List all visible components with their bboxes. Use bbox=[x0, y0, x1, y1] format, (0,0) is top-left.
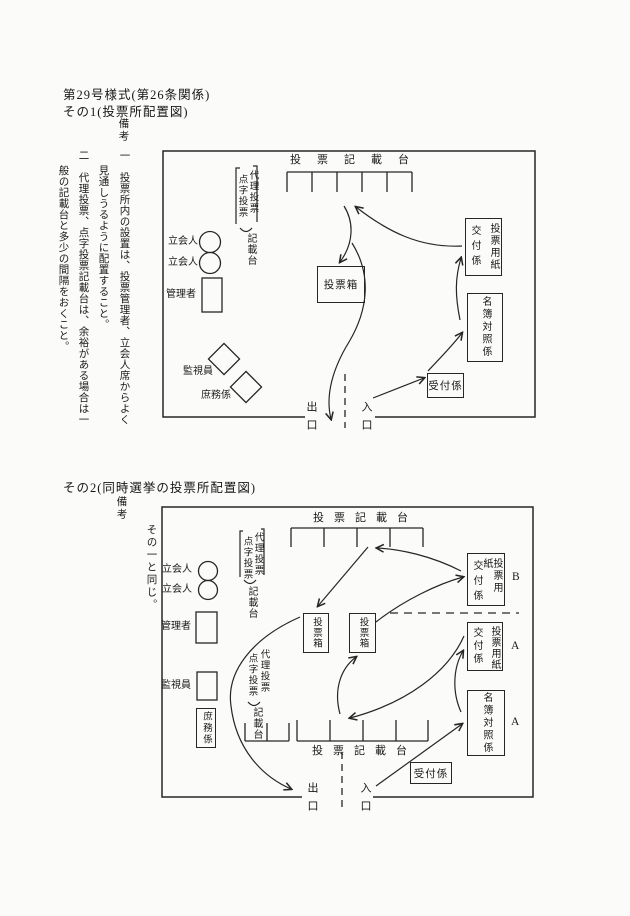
d1-observer1-label: 立会人 bbox=[168, 236, 198, 247]
diagram2-top-writing-booth-comb bbox=[290, 527, 424, 547]
d1-register-clerk-label: 名簿対照係 bbox=[480, 296, 491, 359]
d2-braille-voting-label-top: 点字投票 bbox=[241, 536, 252, 580]
part2-heading: その2(同時選挙の投票所配置図) bbox=[63, 481, 257, 495]
d2-paper-issuing-desk-a: 投票用紙 交付係 bbox=[467, 622, 503, 671]
part1-note-line1: 一 投票所内の設置は、投票管理者、立会人席からよく bbox=[118, 150, 130, 425]
d2-election-b-tag: B bbox=[512, 571, 520, 583]
d2-paper-issuing-desk-b: 投票用紙 交付係 bbox=[467, 553, 505, 606]
d1-observer2-label: 立会人 bbox=[168, 257, 198, 268]
d1-braille-voting-label: 点字投票 bbox=[236, 174, 247, 218]
d2-ballot-box-a: 投票箱 bbox=[349, 613, 376, 653]
d2-ballot-paper-label-a: 投票用紙 bbox=[489, 626, 500, 670]
d1-writing-booth-label: 投票記載台 bbox=[290, 154, 425, 166]
part2-note-text: その一と同じ。 bbox=[145, 524, 157, 612]
d1-exit-label: 出口 bbox=[305, 401, 317, 437]
diagram2-proxy-booth-brackets bbox=[239, 528, 265, 707]
d1-issuing-clerk-label: 交付係 bbox=[469, 225, 480, 270]
d2-manager-label: 管理者 bbox=[161, 621, 191, 632]
d2-entrance-label: 入口 bbox=[359, 782, 371, 818]
diagram1-observer-seats bbox=[198, 230, 223, 313]
d1-entrance-label: 入口 bbox=[360, 401, 372, 437]
d1-manager-label: 管理者 bbox=[166, 289, 196, 300]
d2-ballot-paper-label-b: 投票用紙 bbox=[481, 558, 502, 594]
part1-note-line2: 見通しうるように配置すること。 bbox=[97, 165, 109, 330]
d2-general-affairs-desk: 庶務係 bbox=[196, 708, 216, 748]
diagram1-room-outline bbox=[162, 150, 536, 418]
d2-ballot-box-a-label: 投票箱 bbox=[357, 617, 368, 649]
diagram2-room-outline bbox=[161, 506, 534, 798]
part1-note-line4: 般の記載台と多少の間隔をおくこと。 bbox=[57, 165, 69, 352]
d1-proxy-voting-label: 代理投票 bbox=[247, 170, 258, 214]
d1-watcher-label: 監視員 bbox=[183, 366, 213, 377]
d2-ballot-box-b-label: 投票箱 bbox=[311, 617, 321, 649]
d1-reception-label: 受付係 bbox=[428, 381, 463, 392]
d2-exit-label: 出口 bbox=[306, 782, 318, 818]
diagram2-flow-arrows bbox=[229, 547, 464, 789]
part2-notes-label: 備考 bbox=[115, 496, 127, 521]
d2-observer2-label: 立会人 bbox=[162, 584, 192, 595]
d2-election-a-tag-register: A bbox=[511, 716, 520, 728]
d2-general-affairs-label: 庶務係 bbox=[201, 710, 211, 746]
diagram1-proxy-booth-brackets bbox=[235, 165, 258, 233]
d1-ballot-paper-label: 投票用紙 bbox=[488, 223, 499, 271]
diagram1-watcher-desks bbox=[207, 342, 263, 404]
d2-bottom-writing-booth-label: 投票記載台 bbox=[312, 745, 417, 757]
part1-heading: その1(投票所配置図) bbox=[63, 105, 189, 119]
d2-proxy-voting-label-mid: 代理投票 bbox=[258, 649, 269, 693]
d1-reception-desk: 受付係 bbox=[427, 373, 464, 398]
d2-proxy-booth-suffix-mid: 記載台 bbox=[251, 707, 262, 740]
d1-proxy-booth-suffix: 記載台 bbox=[245, 233, 256, 266]
diagram2-bottom-writing-booth-comb bbox=[244, 720, 429, 742]
diagram2-observer-seats bbox=[195, 560, 219, 701]
d1-general-affairs-label: 庶務係 bbox=[201, 390, 231, 401]
part1-notes-label: 備考 bbox=[117, 118, 129, 143]
d1-ballot-box: 投票箱 bbox=[317, 266, 365, 303]
d2-reception-label: 受付係 bbox=[413, 768, 449, 780]
part1-note-line3: 二 代理投票、点字投票記載台は、余裕がある場合は一 bbox=[77, 150, 89, 425]
d1-register-check-desk: 名簿対照係 bbox=[467, 293, 503, 362]
d2-register-check-desk: 名簿対照係 bbox=[467, 690, 505, 756]
d2-reception-desk: 受付係 bbox=[410, 762, 452, 784]
d2-issuing-clerk-label-b: 交付係 bbox=[471, 560, 482, 605]
d2-election-a-tag-issuer: A bbox=[511, 640, 520, 652]
d2-proxy-voting-label-top: 代理投票 bbox=[252, 532, 263, 576]
d2-ballot-box-b: 投票箱 bbox=[303, 613, 329, 653]
d2-register-clerk-label: 名簿対照係 bbox=[481, 691, 492, 755]
d2-observer1-label: 立会人 bbox=[162, 564, 192, 575]
form-number-title: 第29号様式(第26条関係) bbox=[63, 88, 211, 102]
d2-proxy-booth-suffix-top: 記載台 bbox=[246, 586, 257, 619]
diagram1-flow-arrows bbox=[329, 206, 462, 419]
d2-braille-voting-label-mid: 点字投票 bbox=[246, 653, 257, 697]
d1-paper-issuing-desk: 投票用紙 交付係 bbox=[465, 218, 502, 276]
d1-ballot-box-label: 投票箱 bbox=[323, 280, 359, 291]
d2-watcher-label: 監視員 bbox=[161, 680, 191, 691]
d2-top-writing-booth-label: 投票記載台 bbox=[313, 512, 418, 524]
diagram1-writing-booth-comb bbox=[286, 171, 413, 192]
d2-issuing-clerk-label-a: 交付係 bbox=[471, 627, 482, 666]
